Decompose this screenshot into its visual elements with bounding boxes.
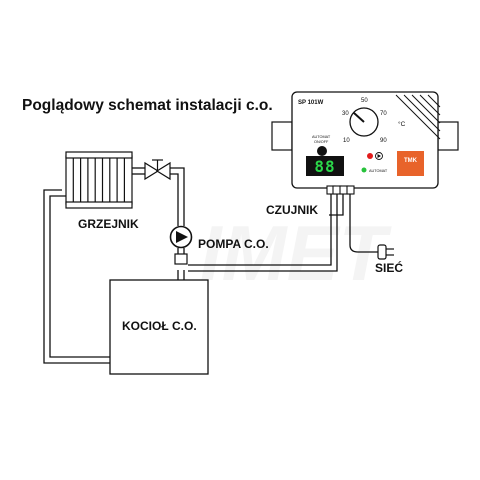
- boiler-label: KOCIOŁ C.O.: [122, 319, 197, 333]
- indicator-red: [367, 153, 373, 159]
- dial-tick-90: 90: [380, 138, 387, 144]
- diagram-title: Poglądowy schemat instalacji c.o.: [22, 97, 273, 114]
- temperature-dial: [349, 107, 379, 137]
- plug-icon: [377, 244, 394, 260]
- sensor-label: CZUJNIK: [266, 203, 318, 217]
- controller: SP 101W 10 30 50 70 90 °C AUTOMAT ON/OFF…: [271, 91, 459, 195]
- pump-icon: [169, 225, 193, 265]
- led-display: [306, 156, 344, 176]
- radiator-label: GRZEJNIK: [78, 217, 139, 231]
- mains-label: SIEĆ: [375, 260, 403, 275]
- display-value: 88: [314, 157, 335, 176]
- dial-tick-70: 70: [380, 111, 387, 117]
- brand-badge: [397, 151, 424, 176]
- switch-label-line2: ON/OFF: [314, 140, 329, 144]
- automat-label: AUTOMAT: [369, 169, 388, 173]
- valve-icon: [144, 159, 171, 181]
- pipework: [43, 167, 378, 364]
- dial-tick-30: 30: [342, 111, 349, 117]
- brand-label: TMK: [404, 158, 418, 164]
- power-switch[interactable]: [317, 146, 327, 156]
- radiator: [65, 151, 133, 209]
- unit-label: °C: [398, 120, 406, 128]
- controller-model: SP 101W: [298, 100, 324, 106]
- controller-bracket: [271, 121, 293, 151]
- dial-tick-10: 10: [343, 138, 350, 144]
- switch-label-line1: AUTOMAT: [312, 135, 331, 139]
- indicator-green: [361, 167, 367, 173]
- pump-label: POMPA C.O.: [198, 237, 269, 251]
- watermark: IMET: [200, 209, 393, 297]
- dial-tick-50: 50: [361, 98, 368, 104]
- boiler: [109, 279, 209, 375]
